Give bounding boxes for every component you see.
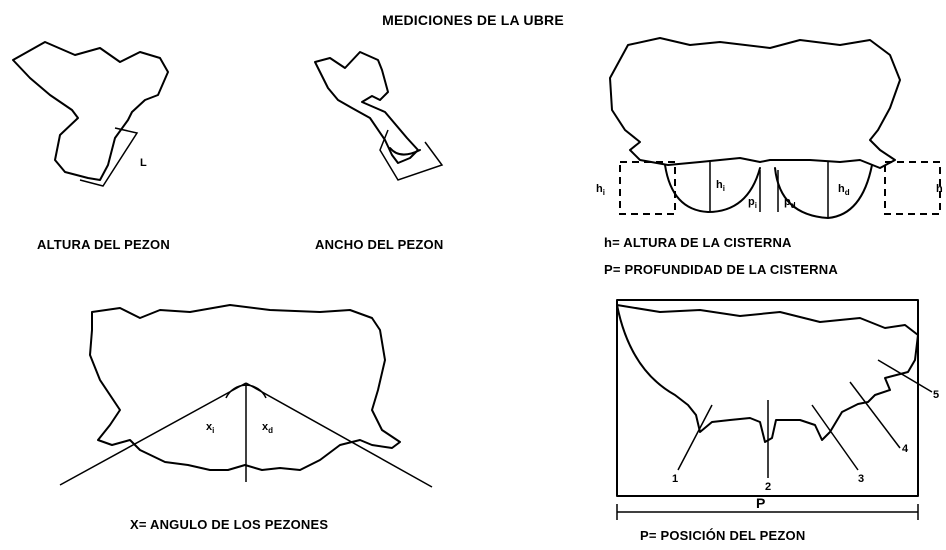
- cistern-lobe-left: [665, 165, 760, 212]
- teat-angle-figure: xi xd: [60, 305, 432, 487]
- teat-height-figure: L: [13, 42, 168, 186]
- teat-width-figure: [315, 52, 442, 180]
- position-p-symbol: P: [756, 495, 766, 511]
- udder-outline-2: [315, 52, 418, 163]
- length-symbol: L: [140, 157, 147, 169]
- cistern-box-right: [885, 162, 940, 214]
- h-left-symbol: hi: [596, 183, 605, 197]
- h-center-right-symbol: hd: [838, 183, 850, 197]
- h-right-symbol: h: [936, 183, 943, 195]
- caption-cistern-depth: P= PROFUNDIDAD DE LA CISTERNA: [604, 262, 838, 277]
- p-left-symbol: pi: [748, 196, 757, 210]
- teat-number-1: 1: [672, 473, 678, 485]
- cistern-figure: hi hi pi pd hd h: [596, 38, 943, 218]
- teat-position-figure: 1 2 3 4 5: [617, 300, 939, 520]
- x-right-symbol: xd: [262, 421, 273, 435]
- teat-number-3: 3: [858, 473, 864, 485]
- caption-teat-height: ALTURA DEL PEZON: [37, 237, 170, 252]
- angle-line-right: [246, 383, 432, 487]
- cistern-lobe-right: [775, 165, 872, 218]
- caption-cistern-height: h= ALTURA DE LA CISTERNA: [604, 235, 792, 250]
- width-bracket: [380, 130, 442, 180]
- caption-teat-angle: X= ANGULO DE LOS PEZONES: [130, 517, 328, 532]
- caption-teat-position: P= POSICIÓN DEL PEZON: [640, 528, 805, 543]
- udder-outline-3: [610, 38, 900, 168]
- teat-line-4: [850, 382, 900, 448]
- teat-line-5: [878, 360, 932, 392]
- teat-line-3: [812, 405, 858, 470]
- udder-outline-4: [90, 305, 400, 470]
- teat-number-2: 2: [765, 481, 771, 493]
- p-right-symbol: pd: [784, 196, 796, 210]
- caption-teat-width: ANCHO DEL PEZON: [315, 237, 443, 252]
- h-center-left-symbol: hi: [716, 179, 725, 193]
- teat-number-4: 4: [902, 443, 909, 455]
- x-left-symbol: xi: [206, 421, 214, 435]
- teat-number-5: 5: [933, 389, 939, 401]
